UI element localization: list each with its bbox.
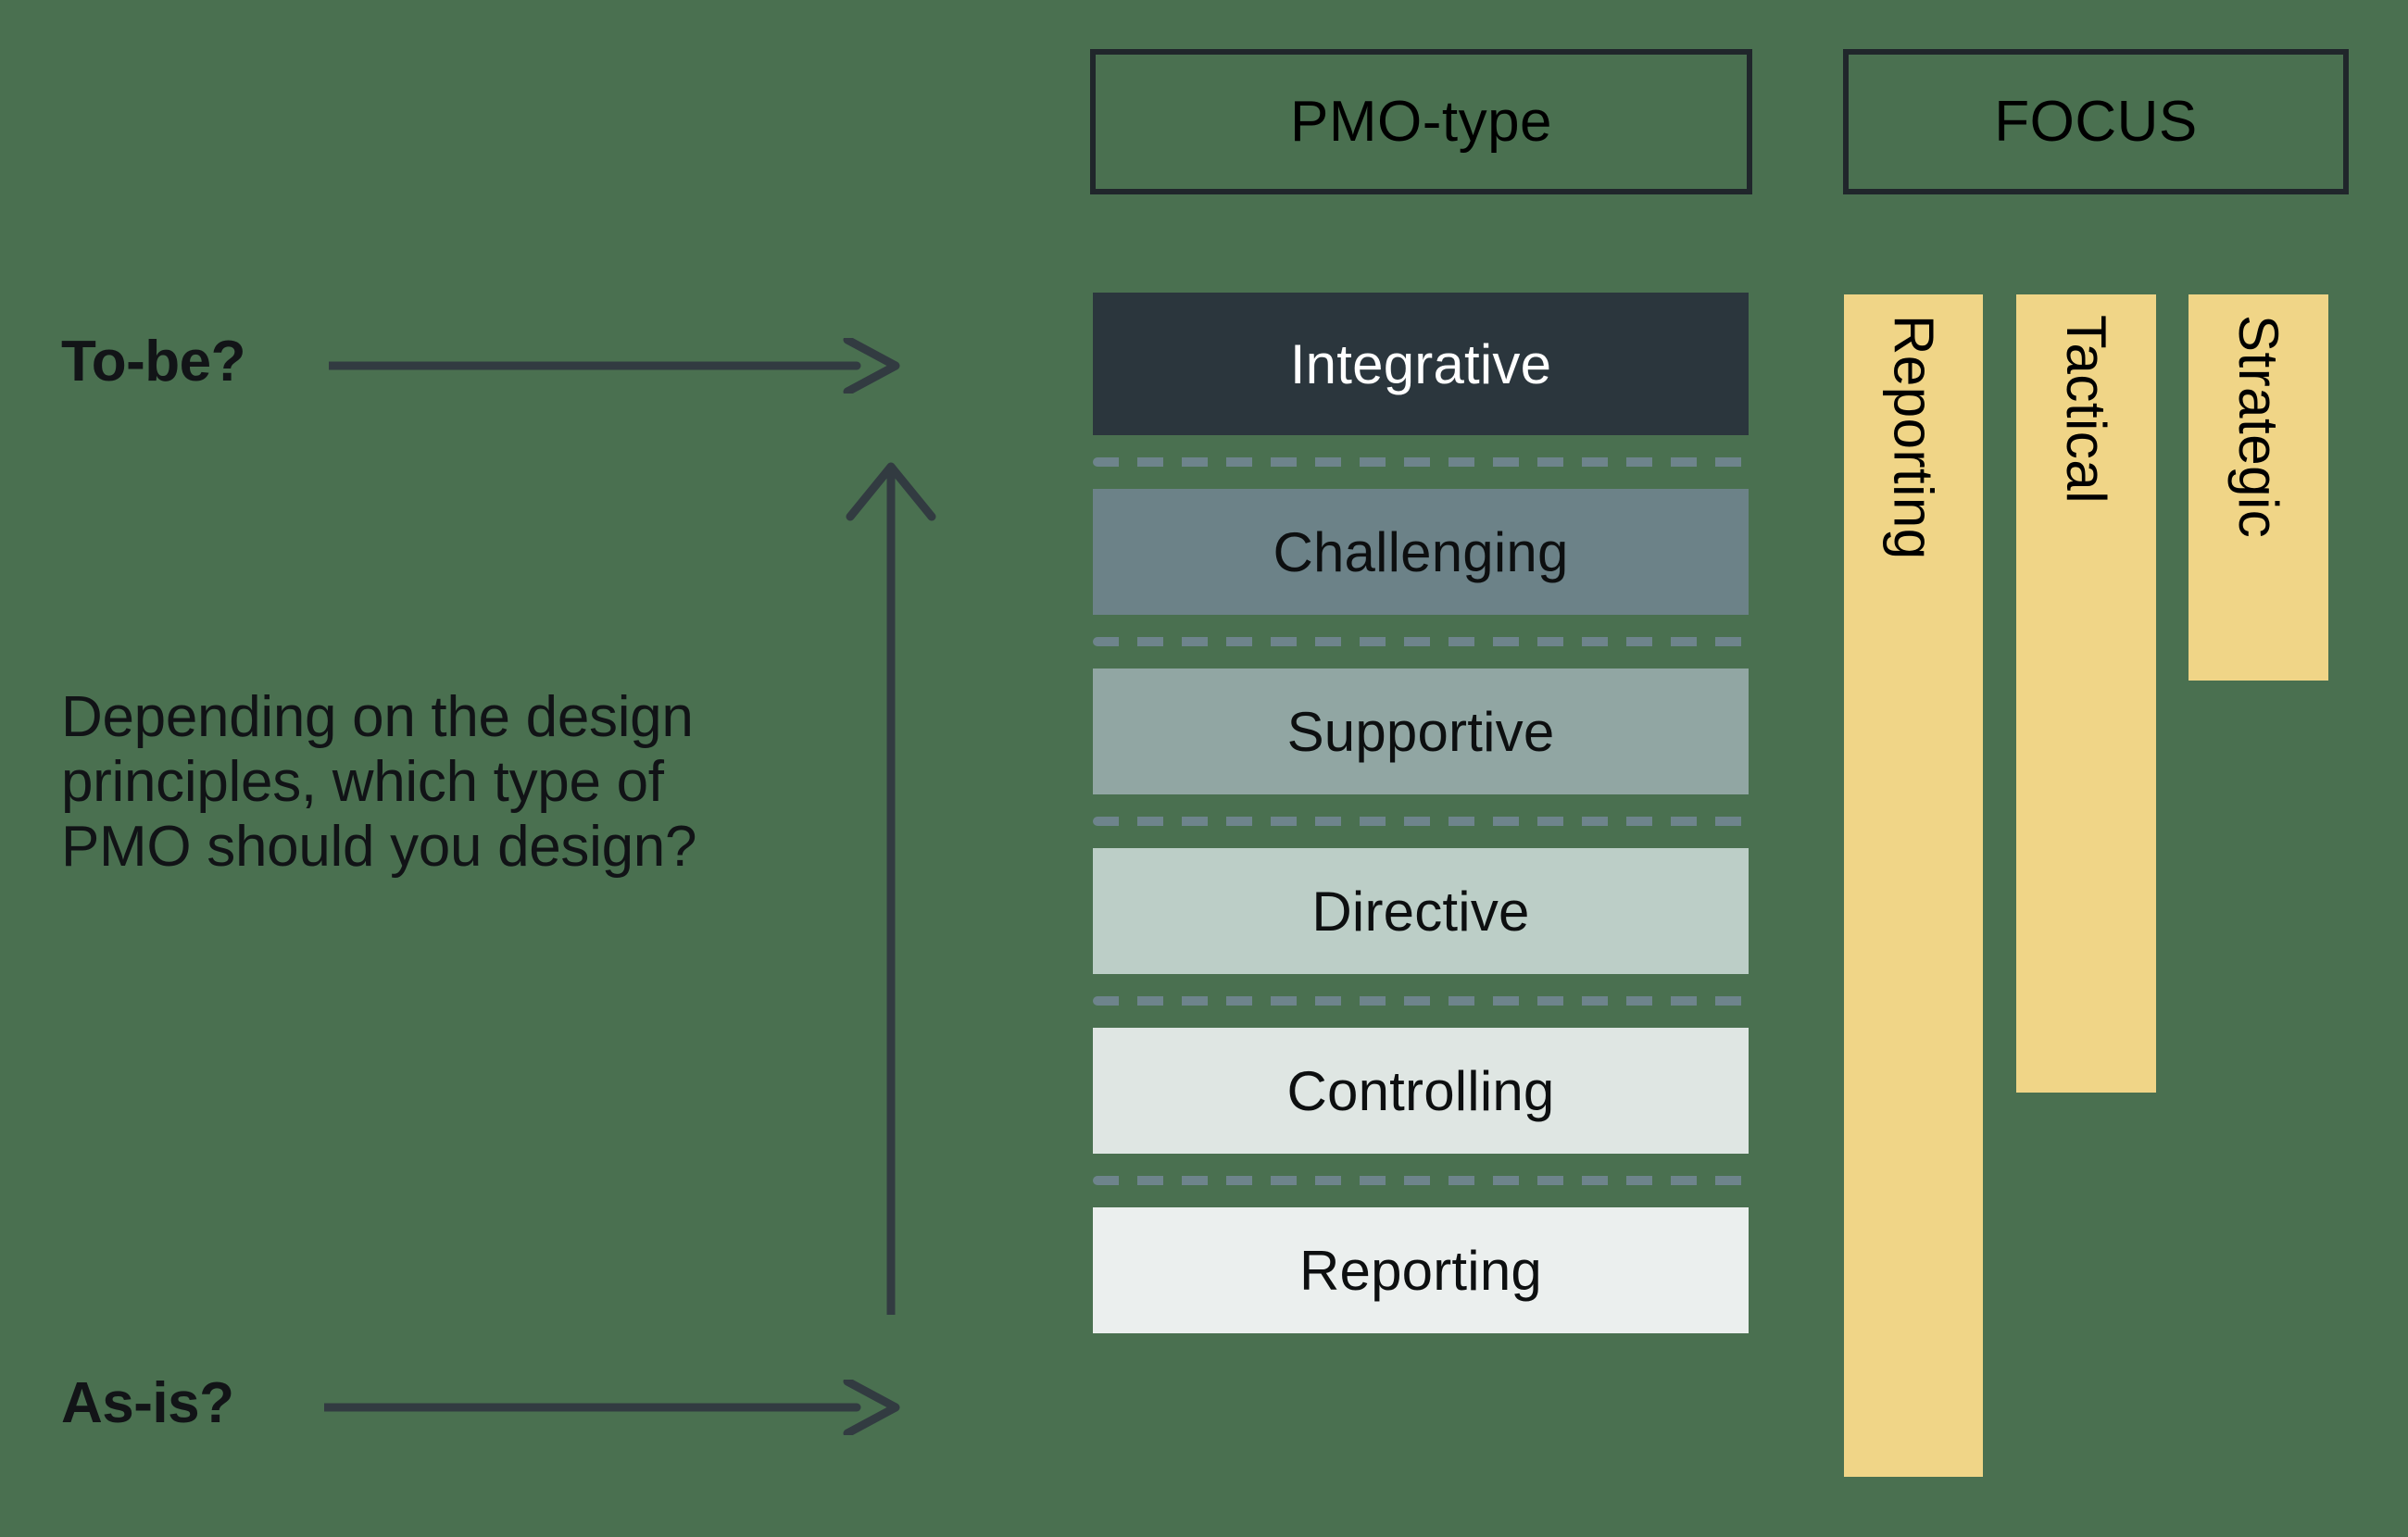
focus-header-label: FOCUS	[1994, 90, 2198, 154]
pmo-divider	[1093, 974, 1749, 1028]
arrow-right-icon	[329, 338, 900, 394]
pmo-type-stack: Integrative Challenging Supportive Direc…	[1093, 293, 1749, 1333]
focus-column-label: Strategic	[2227, 315, 2289, 539]
focus-column-tactical[interactable]: Tactical	[2016, 294, 2156, 1093]
focus-column-label: Reporting	[1882, 315, 1945, 560]
pmo-divider	[1093, 435, 1749, 489]
pmo-bar-supportive[interactable]: Supportive	[1093, 669, 1749, 794]
focus-column-reporting[interactable]: Reporting	[1844, 294, 1983, 1477]
pmo-bar-label: Supportive	[1286, 700, 1555, 763]
pmo-divider	[1093, 794, 1749, 848]
pmo-bar-label: Controlling	[1286, 1059, 1555, 1122]
pmo-bar-label: Challenging	[1273, 520, 1569, 583]
pmo-bar-directive[interactable]: Directive	[1093, 848, 1749, 974]
pmo-bar-label: Integrative	[1289, 332, 1552, 395]
pmo-bar-controlling[interactable]: Controlling	[1093, 1028, 1749, 1154]
to-be-label: To-be?	[61, 330, 246, 394]
pmo-divider	[1093, 615, 1749, 669]
pmo-bar-label: Reporting	[1299, 1239, 1542, 1302]
pmo-divider	[1093, 1154, 1749, 1207]
pmo-type-header-box: PMO-type	[1090, 49, 1752, 194]
pmo-bar-reporting[interactable]: Reporting	[1093, 1207, 1749, 1333]
as-is-label: As-is?	[61, 1371, 234, 1435]
question-text: Depending on the design principles, whic…	[61, 685, 697, 880]
pmo-type-header-label: PMO-type	[1289, 90, 1553, 154]
focus-column-strategic[interactable]: Strategic	[2189, 294, 2328, 681]
arrow-up-icon	[846, 462, 936, 1315]
pmo-bar-challenging[interactable]: Challenging	[1093, 489, 1749, 615]
focus-column-label: Tactical	[2055, 315, 2117, 505]
arrow-right-icon	[324, 1380, 900, 1435]
pmo-bar-integrative[interactable]: Integrative	[1093, 293, 1749, 435]
pmo-bar-label: Directive	[1311, 880, 1530, 943]
focus-header-box: FOCUS	[1843, 49, 2349, 194]
